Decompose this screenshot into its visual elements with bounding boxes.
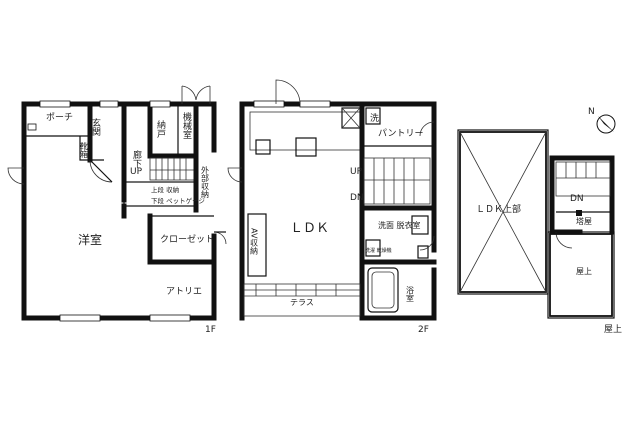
label-dn-2f: DN (350, 193, 364, 203)
north-arrow-icon: N (588, 107, 616, 134)
label-terrace: テラス (290, 298, 314, 307)
floor-roof: ＬＤＫ上部 DN 塔屋 屋上 屋上 (457, 129, 622, 335)
label-closet: クローゼット (160, 233, 214, 245)
floor-2f: 洗 パントリー UP DN ＬＤＫ AV収納 洗面 脱衣室 洗濯 乾燥機 浴室 … (227, 79, 437, 335)
label-av-storage: AV収納 (250, 228, 259, 255)
label-ldk-upper: ＬＤＫ上部 (476, 203, 521, 215)
floor-label-roof: 屋上 (604, 324, 622, 335)
label-ldk: ＬＤＫ (290, 221, 329, 236)
label-pantry: パントリー (378, 128, 423, 139)
floor-label-1f: 1F (205, 325, 216, 335)
label-entrance: 玄関 (90, 117, 101, 137)
label-atelier: アトリエ (166, 287, 202, 297)
label-up-1f: UP (130, 167, 143, 177)
stairs-roof (555, 161, 611, 197)
label-bathroom: 浴室 (406, 285, 415, 302)
label-shoe-storage: 靴箱 (80, 141, 89, 159)
label-mechanical-room: 機械室 (181, 111, 192, 139)
label-porch: ポーチ (46, 112, 73, 123)
label-rooftop: 屋上 (576, 267, 592, 276)
label-outdoor-storage: 外部収納 (201, 165, 210, 199)
label-washroom-dressing: 洗面 脱衣室 (378, 220, 421, 230)
label-storage: 納戸 (155, 119, 166, 139)
label-hallway: 廊下 (131, 149, 142, 169)
label-dn-roof: DN (570, 194, 584, 204)
label-up-2f: UP (350, 167, 363, 177)
floor-1f: ポーチ 玄関 靴箱 納戸 機械室 廊下 UP 外部収納 上段 収納 下段 ペット… (7, 85, 227, 335)
label-penthouse: 塔屋 (576, 216, 592, 226)
floor-label-2f: 2F (418, 325, 429, 335)
label-western-room: 洋室 (78, 232, 102, 247)
label-washer-pan: 洗濯 乾燥機 (365, 247, 392, 254)
stairs-2f (363, 157, 431, 205)
label-upper-storage: 上段 収納 (151, 185, 179, 194)
label-washer: 洗 (370, 112, 379, 124)
label-lower-pet-cage: 下段 ペットゲージ (151, 196, 205, 205)
compass-letter: N (588, 107, 595, 117)
